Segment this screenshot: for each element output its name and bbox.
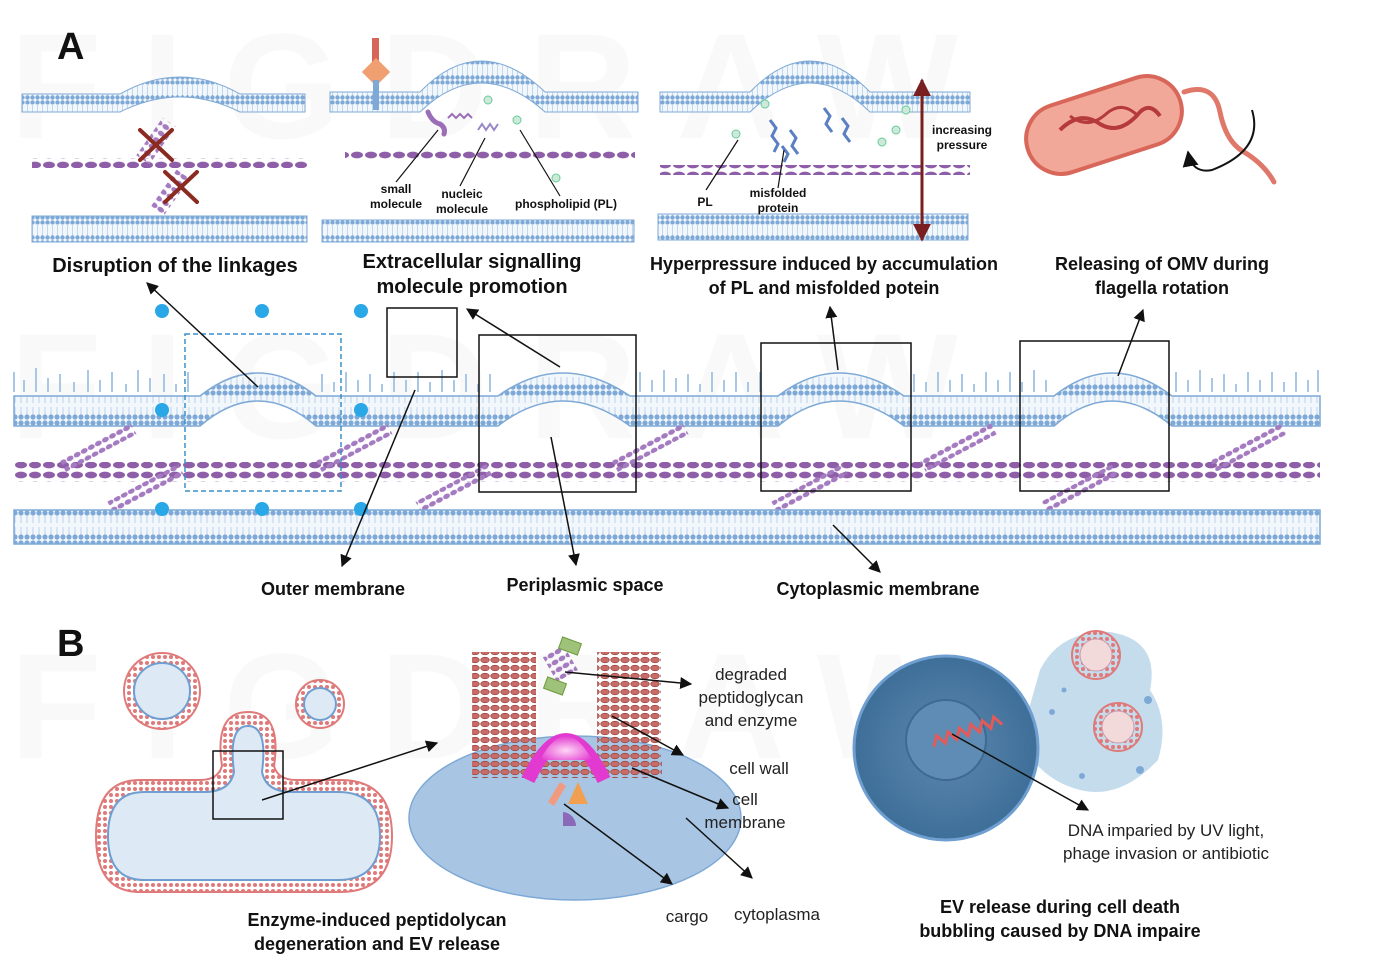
broken-link-cross-icon — [138, 128, 199, 204]
hyperpressure-title: Hyperpressure induced by accumulation of… — [626, 252, 1022, 300]
cytoplasma-label: cytoplasma — [734, 905, 820, 924]
signalling-title-line-2: molecule promotion — [376, 276, 568, 298]
selection-box-hyperpressure[interactable] — [478, 334, 637, 493]
dying-cell — [852, 630, 1163, 842]
degraded-peptidoglycan-label: degraded peptidoglycan and enzyme — [684, 663, 818, 732]
enzyme-caption-line-2: degeneration and EV release — [253, 934, 501, 954]
budding-cell — [94, 652, 394, 893]
cell-membrane-line-2: membrane — [704, 813, 786, 832]
nucleic-molecule-label: nucleic molecule — [426, 187, 498, 217]
enzyme-caption-line-1: Enzyme-induced peptidolycan — [247, 910, 507, 930]
nucleic-molecule-line-2: molecule — [435, 202, 489, 216]
omv-title-line-2: flagella rotation — [1094, 278, 1229, 298]
selection-box-linkages[interactable] — [155, 304, 368, 516]
rotation-arrow — [1182, 109, 1256, 172]
periplasmic-space-label: Periplasmic space — [506, 575, 664, 595]
hyperpressure-title-line-1: Hyperpressure induced by accumulation — [649, 254, 999, 274]
selection-box-flagella[interactable] — [1019, 340, 1170, 492]
phospholipid-label: phospholipid (PL) — [515, 197, 617, 211]
cell-death-caption: EV release during cell death bubbling ca… — [880, 895, 1240, 943]
misfolded-line-2: protein — [757, 201, 799, 215]
selection-box-signalling[interactable] — [386, 307, 458, 378]
small-molecule-line-2: molecule — [369, 197, 423, 211]
degraded-line-3: and enzyme — [704, 711, 798, 730]
signalling-title-line-1: Extracellular signalling — [362, 251, 582, 273]
small-molecule-label: small molecule — [360, 182, 432, 212]
cytoplasmic-membrane-label: Cytoplasmic membrane — [776, 579, 980, 599]
pressure-line-1: increasing — [931, 123, 993, 137]
dna-line-1: DNA imparied by UV light, — [1067, 821, 1265, 840]
panel-a-letter: A — [57, 26, 85, 68]
cell-death-caption-line-2: bubbling caused by DNA impaire — [919, 921, 1201, 941]
panel-a-arrows — [146, 282, 1145, 573]
hyperpressure-title-line-2: of PL and misfolded potein — [708, 278, 940, 298]
linkages-title: Disruption of the linkages — [52, 255, 298, 277]
cell-death-caption-line-1: EV release during cell death — [939, 897, 1181, 917]
enzyme-caption: Enzyme-induced peptidolycan degeneration… — [200, 908, 554, 956]
degraded-line-2: peptidoglycan — [698, 688, 804, 707]
degraded-line-1: degraded — [715, 665, 787, 684]
cell-envelope — [13, 368, 1321, 545]
inset-signalling — [321, 38, 639, 243]
omv-title: Releasing of OMV during flagella rotatio… — [1030, 252, 1294, 300]
cell-wall-degradation — [408, 636, 742, 901]
omv-title-line-1: Releasing of OMV during — [1054, 254, 1269, 274]
dna-line-2: phage invasion or antibiotic — [1062, 844, 1270, 863]
inset-linkages — [21, 76, 308, 243]
increasing-pressure-label: increasing pressure — [924, 123, 1000, 153]
cargo-label: cargo — [665, 907, 709, 926]
outer-membrane-label: Outer membrane — [260, 579, 406, 599]
panel-b-arrows — [261, 671, 1090, 885]
dna-impaired-label: DNA imparied by UV light, phage invasion… — [1040, 819, 1292, 865]
pressure-line-2: pressure — [936, 138, 988, 152]
pl-label: PL — [697, 195, 713, 209]
nucleic-molecule-line-1: nucleic — [441, 187, 483, 201]
misfolded-protein-label: misfolded protein — [738, 186, 818, 216]
cell-wall-label: cell wall — [729, 759, 789, 778]
inset-hyperpressure — [657, 60, 971, 242]
selection-box-omv[interactable] — [760, 342, 912, 492]
panel-b-letter: B — [57, 623, 85, 665]
bacterium-icon — [1024, 74, 1277, 185]
misfolded-line-1: misfolded — [749, 186, 807, 200]
cell-membrane-label: cell membrane — [696, 788, 794, 834]
signalling-title: Extracellular signalling molecule promot… — [330, 250, 614, 300]
cell-membrane-line-1: cell — [732, 790, 758, 809]
small-molecule-line-1: small — [380, 182, 412, 196]
